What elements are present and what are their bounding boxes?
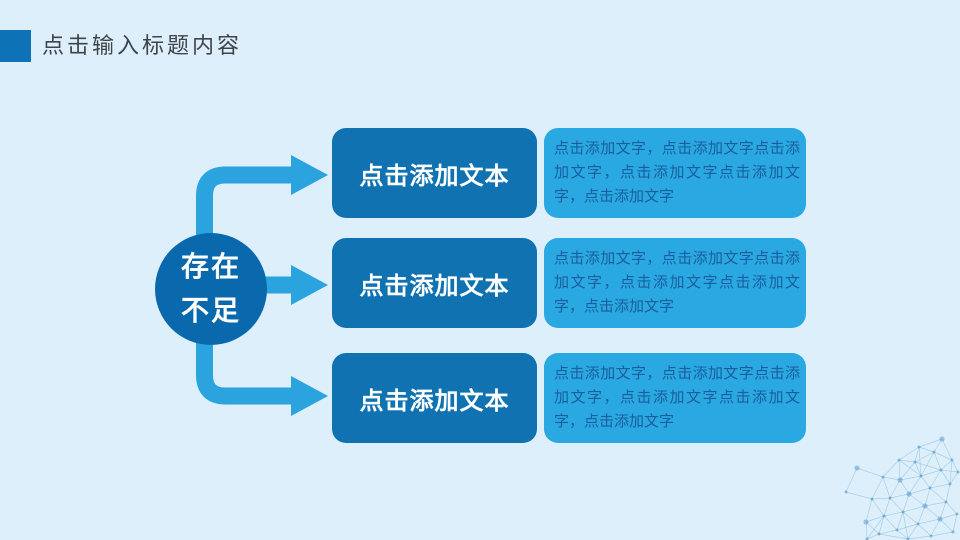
text-placeholder-button[interactable]: 点击添加文本	[332, 353, 537, 443]
text-placeholder-button[interactable]: 点击添加文本	[332, 128, 537, 218]
body-text-placeholder[interactable]: 点击添加文字，点击添加文字点击添加文字，点击添加文字点击添加文字，点击添加文字	[544, 238, 806, 328]
diagram-row: 点击添加文本 点击添加文字，点击添加文字点击添加文字，点击添加文字点击添加文字，…	[332, 238, 806, 328]
title-block: 点击输入标题内容	[0, 30, 242, 62]
body-text-placeholder[interactable]: 点击添加文字，点击添加文字点击添加文字，点击添加文字点击添加文字，点击添加文字	[544, 353, 806, 443]
body-text-placeholder[interactable]: 点击添加文字，点击添加文字点击添加文字，点击添加文字点击添加文字，点击添加文字	[544, 128, 806, 218]
circle-label-line2: 不足	[180, 295, 241, 326]
text-placeholder-button[interactable]: 点击添加文本	[332, 238, 537, 328]
topic-circle[interactable]: 存在 不足	[155, 233, 267, 345]
diagram-row: 点击添加文本 点击添加文字，点击添加文字点击添加文字，点击添加文字点击添加文字，…	[332, 353, 806, 443]
title-accent-square	[0, 30, 31, 62]
slide-title[interactable]: 点击输入标题内容	[42, 33, 243, 58]
circle-label-line1: 存在	[180, 251, 241, 282]
diagram-row: 点击添加文本 点击添加文字，点击添加文字点击添加文字，点击添加文字点击添加文字，…	[332, 128, 806, 218]
